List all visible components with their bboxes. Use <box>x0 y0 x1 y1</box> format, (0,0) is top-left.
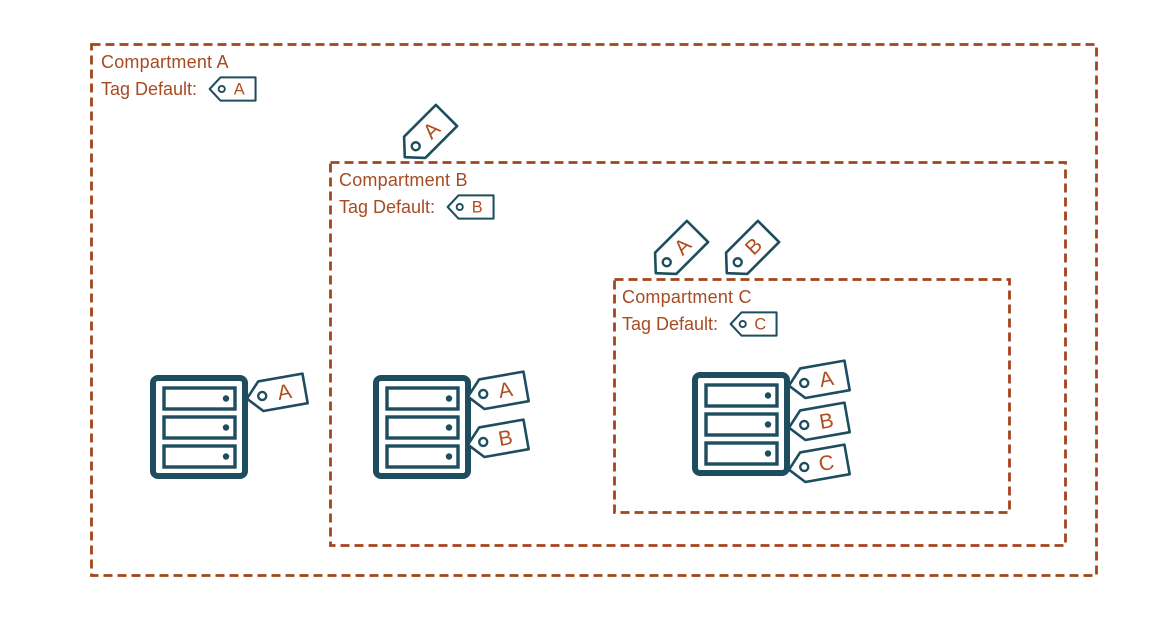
compartment-b-tag-default-text: Tag Default: <box>339 196 436 217</box>
compartment-c-title: Compartment C <box>622 287 752 307</box>
compartment-c-tag-default-text: Tag Default: <box>622 313 719 334</box>
tag-icon: A <box>208 76 257 102</box>
floating-tag-icon: B <box>724 219 781 276</box>
floating-tag-icon: A <box>653 219 710 276</box>
compartment-c-border <box>613 278 1011 514</box>
tag-letter: A <box>234 80 245 98</box>
compartment-a-title: Compartment A <box>101 52 229 72</box>
tag-letter: B <box>472 198 483 216</box>
compartment-c-label: Compartment C Tag Default: C <box>622 286 783 338</box>
server-tag-icon: A <box>787 359 851 400</box>
tag-letter: B <box>818 409 836 434</box>
floating-tag-icon: A <box>402 103 459 160</box>
compartment-b-label: Compartment B Tag Default: B <box>339 169 500 221</box>
tag-letter: C <box>754 315 766 333</box>
tag-icon: C <box>729 311 778 337</box>
server-tag-icon: B <box>466 418 530 459</box>
tag-letter: C <box>817 451 836 476</box>
tag-letter: B <box>497 426 515 451</box>
compartment-a-tag-default-text: Tag Default: <box>101 78 198 99</box>
server-icon <box>150 375 248 479</box>
server-icon <box>373 375 471 479</box>
compartment-b-border <box>329 161 1067 547</box>
server-tag-icon: B <box>787 401 851 442</box>
compartment-a-border <box>90 43 1098 577</box>
server-tag-icon: A <box>245 372 309 413</box>
tag-icon: B <box>446 194 495 220</box>
compartment-b-title: Compartment B <box>339 170 468 190</box>
tag-letter: A <box>818 367 836 392</box>
server-tag-icon: C <box>787 443 851 484</box>
tag-letter: A <box>497 378 515 403</box>
server-tag-icon: A <box>466 370 530 411</box>
tag-letter: A <box>276 380 294 405</box>
server-icon <box>692 372 790 476</box>
compartment-a-label: Compartment A Tag Default: A <box>101 51 262 103</box>
